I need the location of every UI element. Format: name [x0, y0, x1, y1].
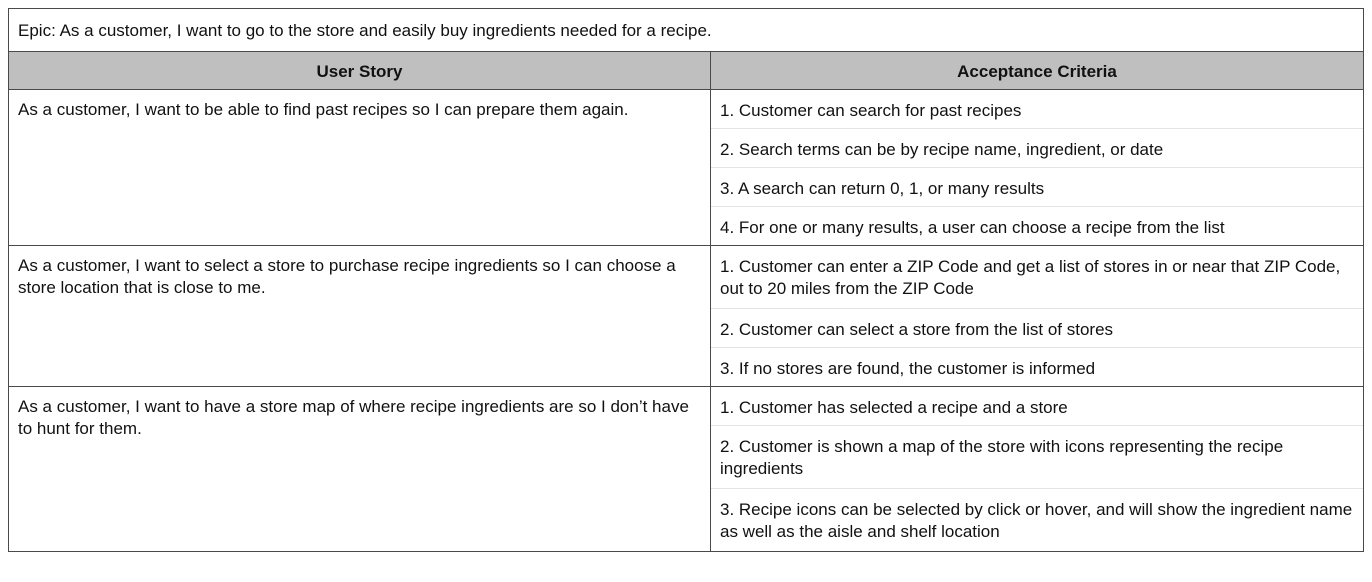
- criteria-item: 3. If no stores are found, the customer …: [711, 347, 1364, 386]
- criteria-item: 1. Customer has selected a recipe and a …: [711, 387, 1363, 425]
- criteria-item: 2. Customer is shown a map of the store …: [711, 425, 1364, 488]
- acceptance-criteria-cell: 1. Customer can enter a ZIP Code and get…: [709, 245, 1365, 387]
- epic-cell: Epic: As a customer, I want to go to the…: [7, 8, 1365, 52]
- table-row: As a customer, I want to be able to find…: [8, 89, 1365, 246]
- header-user-story: User Story: [8, 51, 711, 90]
- criteria-text: 2. Customer is shown a map of the store …: [720, 437, 1284, 478]
- criteria-text: 1. Customer has selected a recipe and a …: [720, 398, 1068, 417]
- criteria-item: 1. Customer can enter a ZIP Code and get…: [711, 246, 1363, 308]
- user-story-cell: As a customer, I want to be able to find…: [8, 89, 711, 246]
- table-row: As a customer, I want to have a store ma…: [8, 386, 1365, 552]
- acceptance-criteria-cell: 1. Customer can search for past recipes …: [709, 89, 1365, 246]
- user-story-cell: As a customer, I want to have a store ma…: [8, 386, 711, 552]
- criteria-text: 2. Search terms can be by recipe name, i…: [720, 140, 1164, 159]
- criteria-text: 1. Customer can enter a ZIP Code and get…: [720, 257, 1341, 298]
- acceptance-criteria-cell: 1. Customer has selected a recipe and a …: [709, 386, 1365, 552]
- criteria-text: 2. Customer can select a store from the …: [720, 320, 1114, 339]
- criteria-text: 3. Recipe icons can be selected by click…: [720, 500, 1353, 541]
- criteria-text: 3. If no stores are found, the customer …: [720, 359, 1096, 378]
- header-acceptance-criteria: Acceptance Criteria: [709, 51, 1365, 90]
- criteria-item: 4. For one or many results, a user can c…: [711, 206, 1364, 245]
- user-story-table: Epic: As a customer, I want to go to the…: [7, 8, 1365, 552]
- criteria-item: 2. Search terms can be by recipe name, i…: [711, 128, 1364, 167]
- user-story-document: Epic: As a customer, I want to go to the…: [7, 8, 1365, 552]
- criteria-item: 3. A search can return 0, 1, or many res…: [711, 167, 1364, 206]
- table-row: As a customer, I want to select a store …: [8, 245, 1365, 387]
- criteria-text: 3. A search can return 0, 1, or many res…: [720, 179, 1045, 198]
- criteria-text: 4. For one or many results, a user can c…: [720, 218, 1225, 237]
- criteria-text: 1. Customer can search for past recipes: [720, 101, 1022, 120]
- epic-row: Epic: As a customer, I want to go to the…: [7, 8, 1365, 52]
- criteria-item: 1. Customer can search for past recipes: [711, 90, 1363, 128]
- header-row: User Story Acceptance Criteria: [8, 51, 1365, 90]
- user-story-cell: As a customer, I want to select a store …: [8, 245, 711, 387]
- criteria-item: 3. Recipe icons can be selected by click…: [711, 488, 1364, 551]
- criteria-item: 2. Customer can select a store from the …: [711, 308, 1364, 347]
